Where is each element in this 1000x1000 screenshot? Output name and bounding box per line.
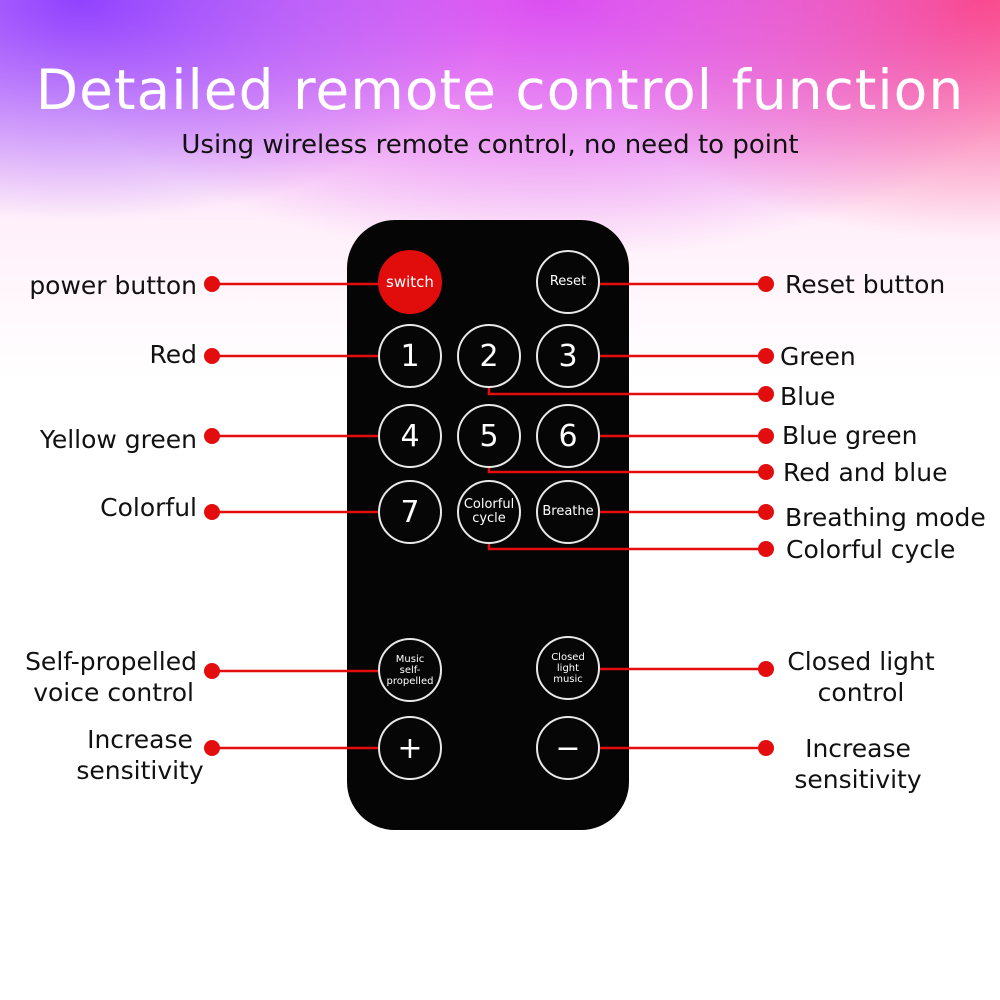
- callout-line-red-and-blue: [487, 436, 766, 474]
- label-self-propelled-line2: voice control: [33, 678, 194, 707]
- callout-dot: [758, 464, 774, 480]
- label-green: Green: [780, 342, 856, 371]
- minus-button[interactable]: −: [536, 716, 600, 780]
- callout-line-colorful-cycle: [487, 512, 766, 551]
- callout-dot: [758, 740, 774, 756]
- label-closed-light-line2: control: [817, 678, 905, 707]
- switch-button[interactable]: switch: [378, 250, 442, 314]
- button-5[interactable]: 5: [457, 404, 521, 468]
- label-colorful-cycle: Colorful cycle: [786, 535, 956, 564]
- label-red-and-blue: Red and blue: [783, 458, 948, 487]
- button-7[interactable]: 7: [378, 480, 442, 544]
- label-blue: Blue: [780, 382, 836, 411]
- label-breathing-mode: Breathing mode: [785, 503, 986, 532]
- label-colorful: Colorful: [100, 493, 197, 522]
- label-yellow-green: Yellow green: [39, 425, 197, 454]
- label-increase-left-line2: sensitivity: [76, 756, 204, 785]
- button-2[interactable]: 2: [457, 324, 521, 388]
- label-reset-button: Reset button: [785, 270, 946, 299]
- label-red: Red: [149, 340, 198, 369]
- page-title: Detailed remote control function: [35, 58, 965, 122]
- button-1[interactable]: 1: [378, 324, 442, 388]
- label-blue-green: Blue green: [782, 421, 918, 450]
- callout-dot: [204, 428, 220, 444]
- colorful-cycle-button[interactable]: Colorful cycle: [457, 480, 521, 544]
- plus-button[interactable]: +: [378, 716, 442, 780]
- page-subtitle: Using wireless remote control, no need t…: [181, 130, 799, 160]
- callout-dot: [204, 348, 220, 364]
- callout-dot: [758, 386, 774, 402]
- label-increase-left-line1: Increase: [87, 725, 193, 754]
- callout-dot: [204, 663, 220, 679]
- label-increase-right-line1: Increase: [805, 734, 911, 763]
- callout-dot: [758, 428, 774, 444]
- label-increase-right-line2: sensitivity: [794, 765, 922, 794]
- button-3[interactable]: 3: [536, 324, 600, 388]
- callout-dot: [758, 276, 774, 292]
- button-6[interactable]: 6: [536, 404, 600, 468]
- callout-dot: [204, 276, 220, 292]
- music-self-propelled-button[interactable]: Music self-propelled: [378, 638, 442, 702]
- callout-dot: [758, 348, 774, 364]
- callout-dot: [204, 504, 220, 520]
- reset-remote-button[interactable]: Reset: [536, 250, 600, 314]
- callout-dot: [204, 740, 220, 756]
- label-self-propelled-line1: Self-propelled: [25, 647, 197, 676]
- label-power-button: power button: [29, 271, 197, 300]
- callout-dot: [758, 661, 774, 677]
- closed-light-music-button[interactable]: Closed light music: [536, 636, 600, 700]
- breathe-button[interactable]: Breathe: [536, 480, 600, 544]
- callout-line-blue: [487, 356, 766, 396]
- button-4[interactable]: 4: [378, 404, 442, 468]
- label-closed-light-line1: Closed light: [787, 647, 935, 676]
- callout-dot: [758, 541, 774, 557]
- callout-dot: [758, 504, 774, 520]
